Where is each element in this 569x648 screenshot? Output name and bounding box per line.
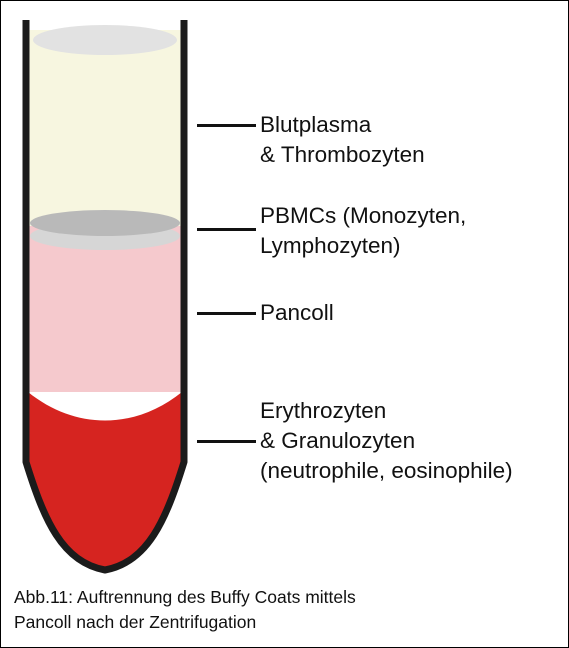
erythro-label-line-2: & Granulozyten	[260, 426, 513, 456]
caption-line-1: Abb.11: Auftrennung des Buffy Coats mitt…	[14, 585, 356, 610]
pbmc-leader-line	[197, 228, 256, 231]
buffy-coat-band	[30, 210, 180, 236]
erythro-label: Erythrozyten & Granulozyten (neutrophile…	[260, 396, 513, 486]
pbmc-label-line-2: Lymphozyten)	[260, 231, 466, 261]
plasma-label: Blutplasma & Thrombozyten	[260, 110, 425, 170]
pbmc-label: PBMCs (Monozyten, Lymphozyten)	[260, 201, 466, 261]
pancoll-leader-line	[197, 312, 256, 315]
pancoll-label-line-1: Pancoll	[260, 298, 334, 328]
figure-caption: Abb.11: Auftrennung des Buffy Coats mitt…	[14, 585, 356, 635]
caption-line-2: Pancoll nach der Zentrifugation	[14, 610, 356, 635]
plasma-meniscus	[33, 25, 177, 55]
erythrocyte-layer	[28, 392, 182, 568]
erythro-label-line-3: (neutrophile, eosinophile)	[260, 456, 513, 486]
pancoll-label: Pancoll	[260, 298, 334, 328]
pbmc-label-line-1: PBMCs (Monozyten,	[260, 201, 466, 231]
pancoll-layer	[28, 226, 182, 392]
erythro-leader-line	[197, 440, 256, 443]
plasma-label-line-1: Blutplasma	[260, 110, 425, 140]
plasma-leader-line	[197, 124, 256, 127]
plasma-layer	[28, 30, 182, 226]
plasma-label-line-2: & Thrombozyten	[260, 140, 425, 170]
erythro-label-line-1: Erythrozyten	[260, 396, 513, 426]
